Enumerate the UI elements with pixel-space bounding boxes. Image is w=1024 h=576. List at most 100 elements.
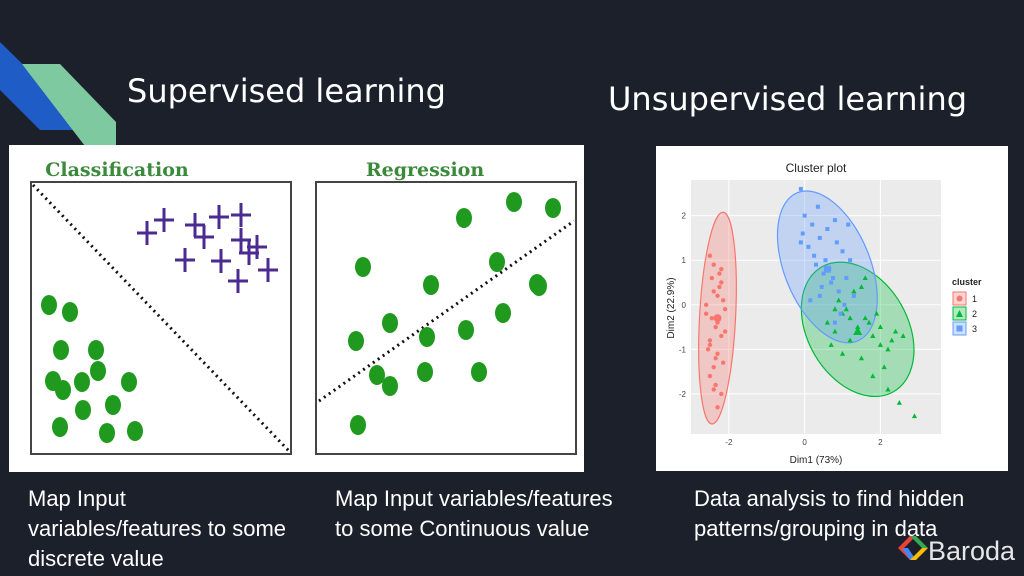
cluster-1-point (719, 266, 724, 272)
cluster-1-point (707, 373, 713, 379)
cluster-1-point (711, 262, 716, 267)
x-tick-label: -2 (725, 438, 733, 447)
cluster-2-point (877, 324, 883, 330)
cluster-1-point (709, 315, 715, 321)
cluster-1-point (715, 351, 720, 356)
cluster-2-point (862, 315, 868, 321)
cluster-1-point (719, 333, 724, 339)
cluster-1-point (711, 387, 716, 392)
green-stripe (22, 64, 116, 150)
y-tick-label: -2 (679, 390, 687, 399)
cluster-1-point (713, 324, 718, 330)
dot-marker (489, 252, 505, 272)
dot-marker (74, 372, 90, 392)
cluster-2-point (824, 319, 830, 325)
cluster-3-point (815, 204, 820, 209)
cluster-3-centroid (823, 265, 831, 273)
cluster-1-point (719, 391, 724, 397)
y-axis-label: Dim2 (22.9%) (666, 277, 677, 338)
cluster-3-point (831, 276, 836, 281)
dot-marker (545, 198, 561, 218)
dot-marker (348, 331, 364, 351)
cluster-3-point (832, 320, 837, 325)
dot-marker (90, 361, 106, 381)
cluster-3-point (802, 213, 807, 218)
dot-marker (417, 362, 433, 382)
cluster-3-point (851, 293, 856, 298)
plus-marker (231, 228, 251, 252)
legend-entries: 123 (952, 291, 977, 336)
cluster-3-point (832, 218, 837, 223)
x-tick-label: 0 (802, 438, 807, 447)
class-b-markers (41, 295, 143, 443)
plus-marker (185, 213, 205, 237)
regression-caption: Map Input variables/features to some Con… (335, 486, 613, 541)
cluster-3-point (810, 222, 815, 227)
cluster-2-point (896, 400, 902, 405)
clustering-caption: Data analysis to find hidden patterns/gr… (694, 486, 965, 541)
cluster-2-point (870, 333, 876, 338)
y-tick-label: 0 (682, 301, 687, 310)
dot-marker (53, 340, 69, 360)
dot-marker (471, 362, 487, 382)
dot-marker (423, 275, 439, 295)
cluster-2-point (892, 328, 899, 334)
cluster-3-point (817, 293, 822, 298)
cluster-2-point (847, 337, 853, 343)
cluster-3-point (836, 289, 841, 294)
cluster-2-point (885, 346, 891, 352)
cluster-1-point (711, 289, 716, 294)
regression-line (318, 219, 575, 403)
legend: cluster 123 (952, 277, 982, 336)
cluster-2-centroid (853, 326, 863, 336)
class-a-markers (137, 203, 278, 293)
cluster-2-point (843, 306, 849, 312)
cluster-3-point (825, 227, 830, 232)
classification-frame (30, 181, 292, 455)
cluster-1-point (709, 275, 715, 281)
dot-marker (506, 192, 522, 212)
classification-caption: Map Input variables/features to some dis… (28, 486, 287, 571)
dot-marker (456, 208, 472, 228)
cluster-2-point (836, 297, 842, 303)
plus-marker (211, 249, 231, 273)
unsupervised-learning-title: Unsupervised learning (608, 80, 968, 118)
dot-marker (55, 380, 71, 400)
plot-background (691, 180, 941, 434)
plus-marker (194, 225, 214, 249)
cluster-3-point (834, 240, 839, 245)
cluster-3-point (844, 276, 849, 281)
plus-marker (209, 205, 229, 229)
classification-title: Classification (45, 159, 189, 181)
cluster-1-point (715, 405, 720, 410)
cluster-3-point (800, 231, 805, 236)
regression-title: Regression (366, 159, 485, 181)
plus-marker (154, 208, 174, 232)
cluster-3-point (823, 258, 828, 263)
cluster-3-point (798, 186, 803, 191)
cluster-1-point (715, 293, 720, 299)
cluster-2-point (877, 342, 883, 347)
cluster-3-point (798, 240, 803, 245)
cluster-2-point (858, 284, 865, 289)
cluster-3-point (838, 311, 843, 316)
cluster-3-point (817, 235, 822, 240)
plus-marker (258, 258, 278, 282)
classification-boundary (31, 183, 291, 453)
dot-marker (382, 376, 398, 396)
dot-marker (355, 257, 371, 277)
dot-marker (531, 276, 547, 296)
cluster-1-point (703, 311, 709, 316)
dot-marker (350, 415, 366, 435)
dot-marker (419, 327, 435, 347)
dot-marker (369, 365, 385, 385)
cluster-2-point (862, 275, 868, 281)
dot-marker (41, 295, 57, 315)
cluster-3-point (842, 302, 847, 307)
plus-marker (137, 221, 157, 245)
cluster-1-point (707, 342, 713, 348)
cluster-1-point (722, 329, 728, 334)
corner-stripes-decoration (0, 42, 116, 150)
cluster-1-point (722, 307, 728, 312)
